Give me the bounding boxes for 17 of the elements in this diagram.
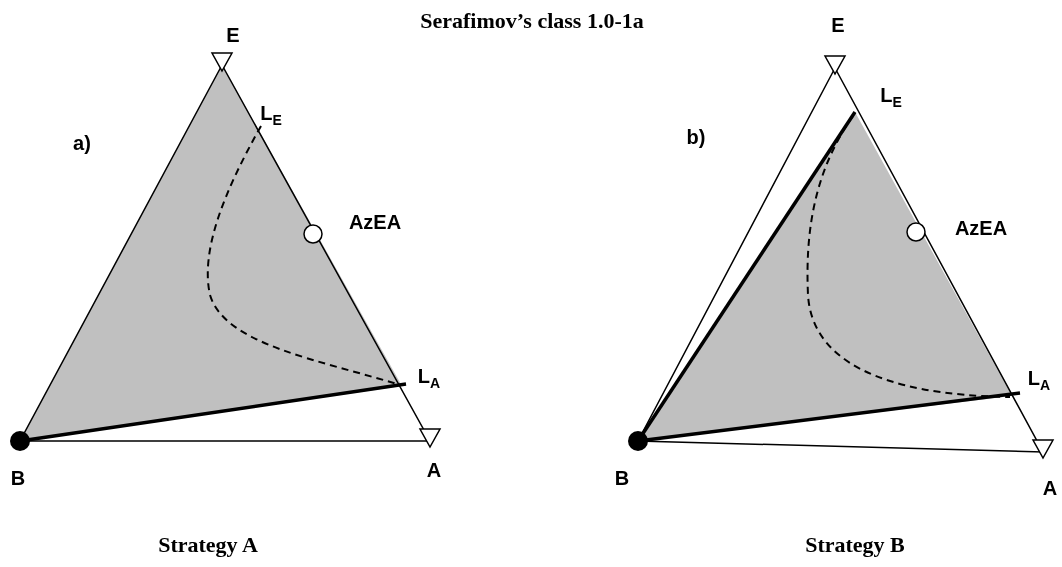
panel-label: b) xyxy=(686,127,706,147)
point-label: L$_{E}$ xyxy=(880,85,902,109)
point-label: L$_{E}$ xyxy=(260,103,282,127)
point-label: AzEA xyxy=(348,212,402,232)
panel-label: a) xyxy=(73,133,91,153)
point-label: L$_{A}$ xyxy=(417,366,441,390)
vertex-label: A xyxy=(426,460,442,480)
point-label: L$_{A}$ xyxy=(1027,368,1051,392)
caption: Strategy B xyxy=(805,534,905,556)
caption: Strategy A xyxy=(158,534,258,556)
vertex-label: E xyxy=(226,25,240,45)
vertex-label: A xyxy=(1042,478,1058,498)
vertex-label: B xyxy=(10,468,26,488)
vertex-label: B xyxy=(614,468,630,488)
title: Serafimov’s class 1.0-1a xyxy=(420,10,644,32)
vertex-label: E xyxy=(831,15,845,35)
point-label: AzEA xyxy=(954,218,1008,238)
